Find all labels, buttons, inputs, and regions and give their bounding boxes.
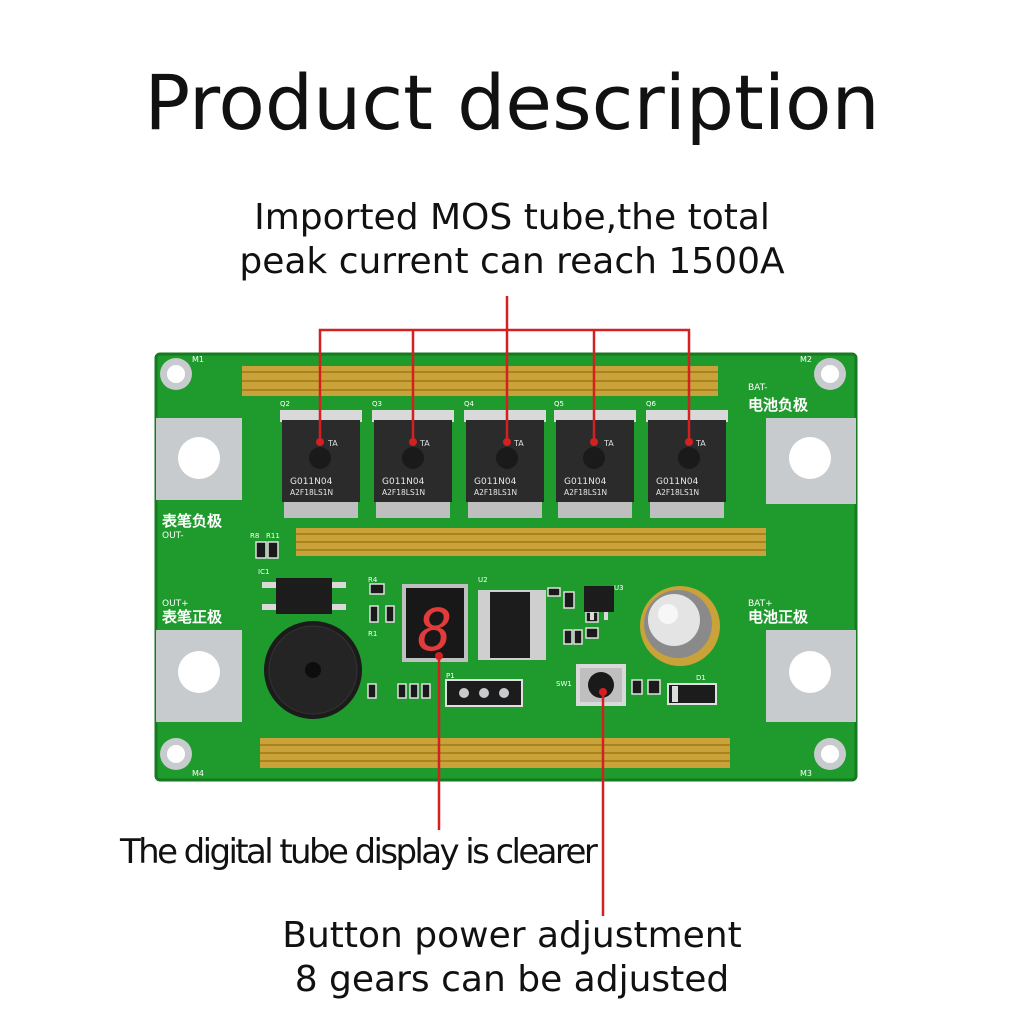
button-callout-dot xyxy=(599,688,607,696)
terminal-pad-bat-plus xyxy=(766,630,856,722)
mosfet-brand: TA xyxy=(603,439,614,448)
mos-callout-dots xyxy=(316,438,693,446)
terminal-pad-bat-minus xyxy=(766,418,856,504)
label-bat-plus-cn: 电池正极 xyxy=(748,608,809,626)
label-out-plus-cn: 表笔正极 xyxy=(162,608,223,626)
label-m4: M4 xyxy=(192,769,204,778)
label-u2: U2 xyxy=(478,576,488,584)
label-q6: Q6 xyxy=(646,400,657,408)
mosfet-marking-1: G011N04 xyxy=(564,477,607,487)
smd-resistors xyxy=(255,541,661,699)
label-bat-minus-cn: 电池负极 xyxy=(748,396,809,414)
terminal-pad-out-minus xyxy=(156,418,242,500)
label-out-minus: OUT- xyxy=(162,531,184,541)
mosfet-marking-2: A2F18LS1N xyxy=(564,488,607,497)
label-q5: Q5 xyxy=(554,400,564,408)
mount-hole-m4 xyxy=(160,738,192,770)
optocoupler-ic1: IC1 xyxy=(258,568,346,614)
mos-callout-lines xyxy=(318,296,691,440)
label-ic1: IC1 xyxy=(258,568,269,576)
mosfet-brand: TA xyxy=(327,439,338,448)
mosfet-q2: Q2 TA G011N04 A2F18LS1N xyxy=(280,400,362,518)
display-callout: The digital tube display is clearer xyxy=(120,832,598,872)
button-callout-line1: Button power adjustment xyxy=(282,915,742,956)
seven-segment-display: 8 xyxy=(402,584,468,664)
mount-hole-m1 xyxy=(160,358,192,390)
buzzer xyxy=(264,621,362,719)
label-m3: M3 xyxy=(800,769,812,778)
label-r4: R4 xyxy=(368,576,378,584)
label-r8: R8 xyxy=(250,532,259,540)
mos-callout-line1: Imported MOS tube,the total xyxy=(254,197,770,238)
regulator-u3: U3 xyxy=(584,584,624,620)
label-m1: M1 xyxy=(192,355,204,364)
push-button-sw1: SW1 xyxy=(556,664,626,706)
mount-hole-m3 xyxy=(814,738,846,770)
mosfet-marking-1: G011N04 xyxy=(656,477,699,487)
mount-hole-m2 xyxy=(814,358,846,390)
label-u3: U3 xyxy=(614,584,624,592)
mosfet-brand: TA xyxy=(513,439,524,448)
display-digit: 8 xyxy=(418,596,453,664)
label-bat-plus: BAT+ xyxy=(748,599,773,609)
label-m2: M2 xyxy=(800,355,812,364)
label-q2: Q2 xyxy=(280,400,290,408)
mosfet-marking-2: A2F18LS1N xyxy=(382,488,425,497)
mosfet-marking-1: G011N04 xyxy=(382,477,425,487)
button-callout: Button power adjustment 8 gears can be a… xyxy=(0,914,1024,1002)
page-title: Product description xyxy=(144,58,880,147)
label-r1: R1 xyxy=(368,630,377,638)
mosfet-q6: Q6 TA G011N04 A2F18LS1N xyxy=(646,400,728,518)
label-r11: R11 xyxy=(266,532,280,540)
mos-callout-line2: peak current can reach 1500A xyxy=(239,241,785,282)
label-bat-minus: BAT- xyxy=(748,383,768,393)
mosfet-brand: TA xyxy=(419,439,430,448)
mosfet-marking-2: A2F18LS1N xyxy=(290,488,333,497)
label-q3: Q3 xyxy=(372,400,382,408)
terminal-pad-out-plus xyxy=(156,630,242,722)
mosfet-marking-2: A2F18LS1N xyxy=(474,488,517,497)
electrolytic-capacitor xyxy=(640,586,720,666)
mosfet-marking-1: G011N04 xyxy=(474,477,517,487)
pin-header-p1: P1 xyxy=(445,672,523,707)
microcontroller-u2: U2 xyxy=(478,576,546,660)
diode-d1: D1 xyxy=(667,674,717,705)
label-d1: D1 xyxy=(696,674,706,682)
display-callout-dot xyxy=(435,652,443,660)
mosfet-marking-1: G011N04 xyxy=(290,477,333,487)
button-callout-line2: 8 gears can be adjusted xyxy=(294,959,730,1000)
mos-callout: Imported MOS tube,the total peak current… xyxy=(0,196,1024,284)
label-out-plus: OUT+ xyxy=(162,599,189,609)
label-sw1: SW1 xyxy=(556,680,572,688)
mosfet-brand: TA xyxy=(695,439,706,448)
mosfet-q4: Q4 TA G011N04 A2F18LS1N xyxy=(464,400,546,518)
mosfet-marking-2: A2F18LS1N xyxy=(656,488,699,497)
label-q4: Q4 xyxy=(464,400,475,408)
label-p1: P1 xyxy=(446,672,455,680)
label-out-minus-cn: 表笔负极 xyxy=(162,512,223,530)
